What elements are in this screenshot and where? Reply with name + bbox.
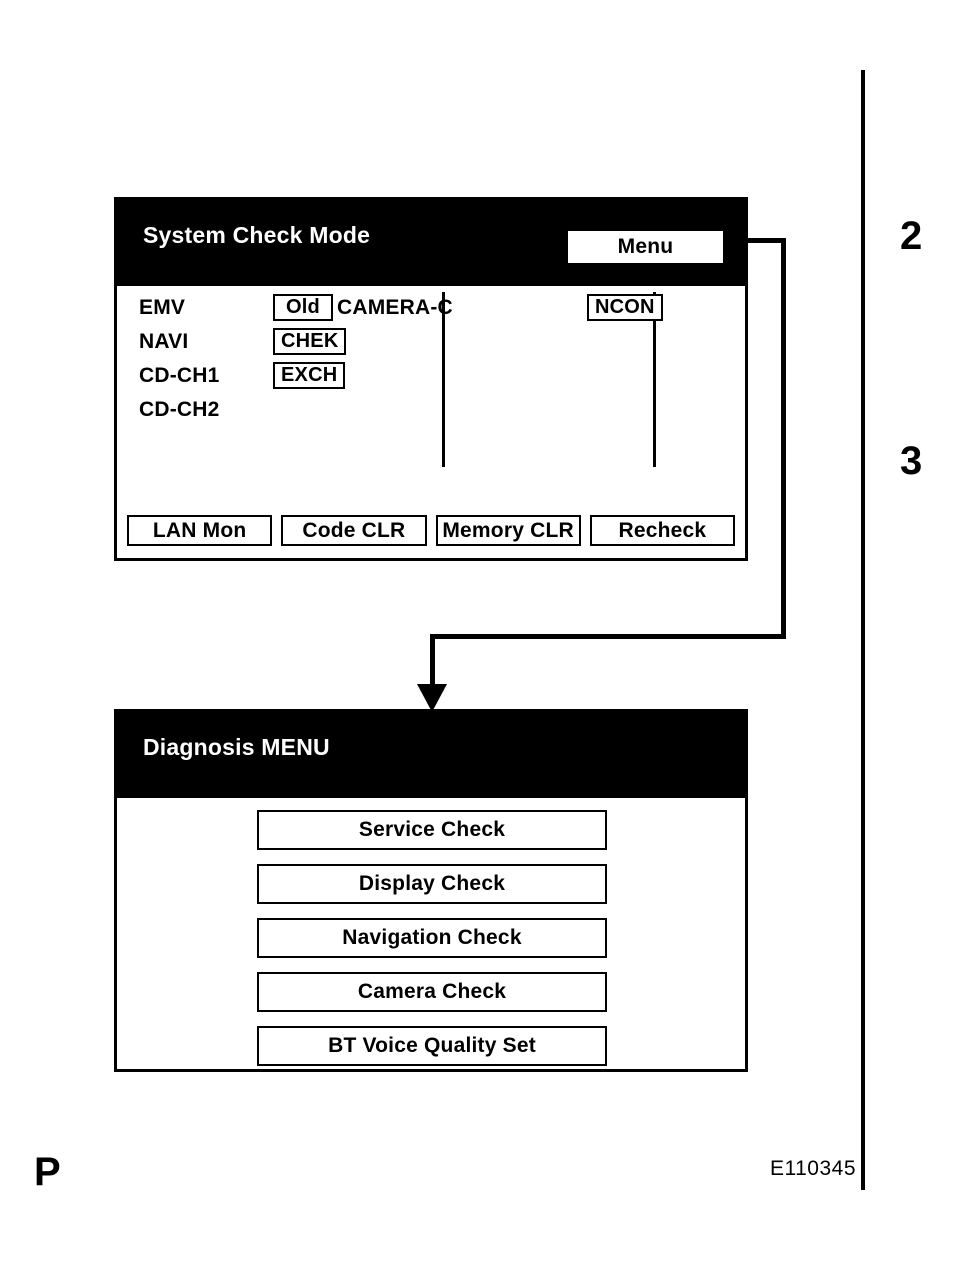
status-label-emv: EMV [139, 296, 186, 319]
status-value-emv[interactable]: Old [273, 294, 333, 321]
page-margin-rule [861, 70, 865, 1190]
status-label-camera-c: CAMERA-C [337, 296, 453, 319]
status-row: CD-CH2 [127, 394, 437, 428]
status-row: EMV Old [127, 292, 437, 326]
connector-segment-horizontal-top [716, 238, 786, 243]
system-check-action-bar: LAN Mon Code CLR Memory CLR Recheck [127, 515, 735, 546]
diagnosis-menu-screen: Diagnosis MENU Service Check Display Che… [114, 709, 748, 1072]
system-check-header: System Check Mode Menu [117, 200, 745, 286]
diagnosis-menu-title: Diagnosis MENU [143, 734, 330, 760]
status-column-2: CAMERA-C NCON [337, 292, 663, 326]
status-label-cd-ch1: CD-CH1 [139, 364, 220, 387]
status-label-navi: NAVI [139, 330, 189, 353]
column-divider-2 [653, 292, 656, 467]
connector-segment-horizontal-bottom [430, 634, 786, 639]
page-corner-mark: P [34, 1150, 61, 1194]
status-row: CAMERA-C NCON [337, 292, 663, 326]
system-check-mode-screen: System Check Mode Menu EMV Old NAVI CHEK… [114, 197, 748, 561]
connector-segment-vertical-left [430, 634, 435, 690]
column-divider-1 [442, 292, 445, 467]
diagnosis-menu-list: Service Check Display Check Navigation C… [257, 810, 607, 1066]
menu-item-display-check[interactable]: Display Check [257, 864, 607, 904]
status-value-navi[interactable]: CHEK [273, 328, 347, 355]
status-column-1: EMV Old NAVI CHEK CD-CH1 EXCH CD-CH2 [127, 292, 437, 428]
menu-item-camera-check[interactable]: Camera Check [257, 972, 607, 1012]
status-value-camera-c[interactable]: NCON [587, 294, 663, 321]
diagnosis-menu-header: Diagnosis MENU [117, 712, 745, 798]
menu-item-service-check[interactable]: Service Check [257, 810, 607, 850]
status-value-cd-ch1[interactable]: EXCH [273, 362, 346, 389]
connector-segment-vertical-right [781, 238, 786, 639]
menu-item-navigation-check[interactable]: Navigation Check [257, 918, 607, 958]
code-clr-button[interactable]: Code CLR [281, 515, 427, 546]
lan-mon-button[interactable]: LAN Mon [127, 515, 273, 546]
figure-id-label: E110345 [770, 1157, 857, 1180]
menu-button[interactable]: Menu [568, 231, 723, 263]
memory-clr-button[interactable]: Memory CLR [435, 515, 581, 546]
system-check-body: EMV Old NAVI CHEK CD-CH1 EXCH CD-CH2 CAM… [117, 286, 745, 558]
step-number-2: 2 [900, 214, 923, 258]
step-number-3: 3 [900, 439, 923, 483]
status-label-cd-ch2: CD-CH2 [139, 398, 220, 421]
connector-arrowhead-icon [417, 684, 447, 712]
status-row: NAVI CHEK [127, 326, 437, 360]
status-row: CD-CH1 EXCH [127, 360, 437, 394]
menu-item-bt-voice-quality-set[interactable]: BT Voice Quality Set [257, 1026, 607, 1066]
recheck-button[interactable]: Recheck [589, 515, 735, 546]
system-check-title: System Check Mode [143, 222, 371, 248]
